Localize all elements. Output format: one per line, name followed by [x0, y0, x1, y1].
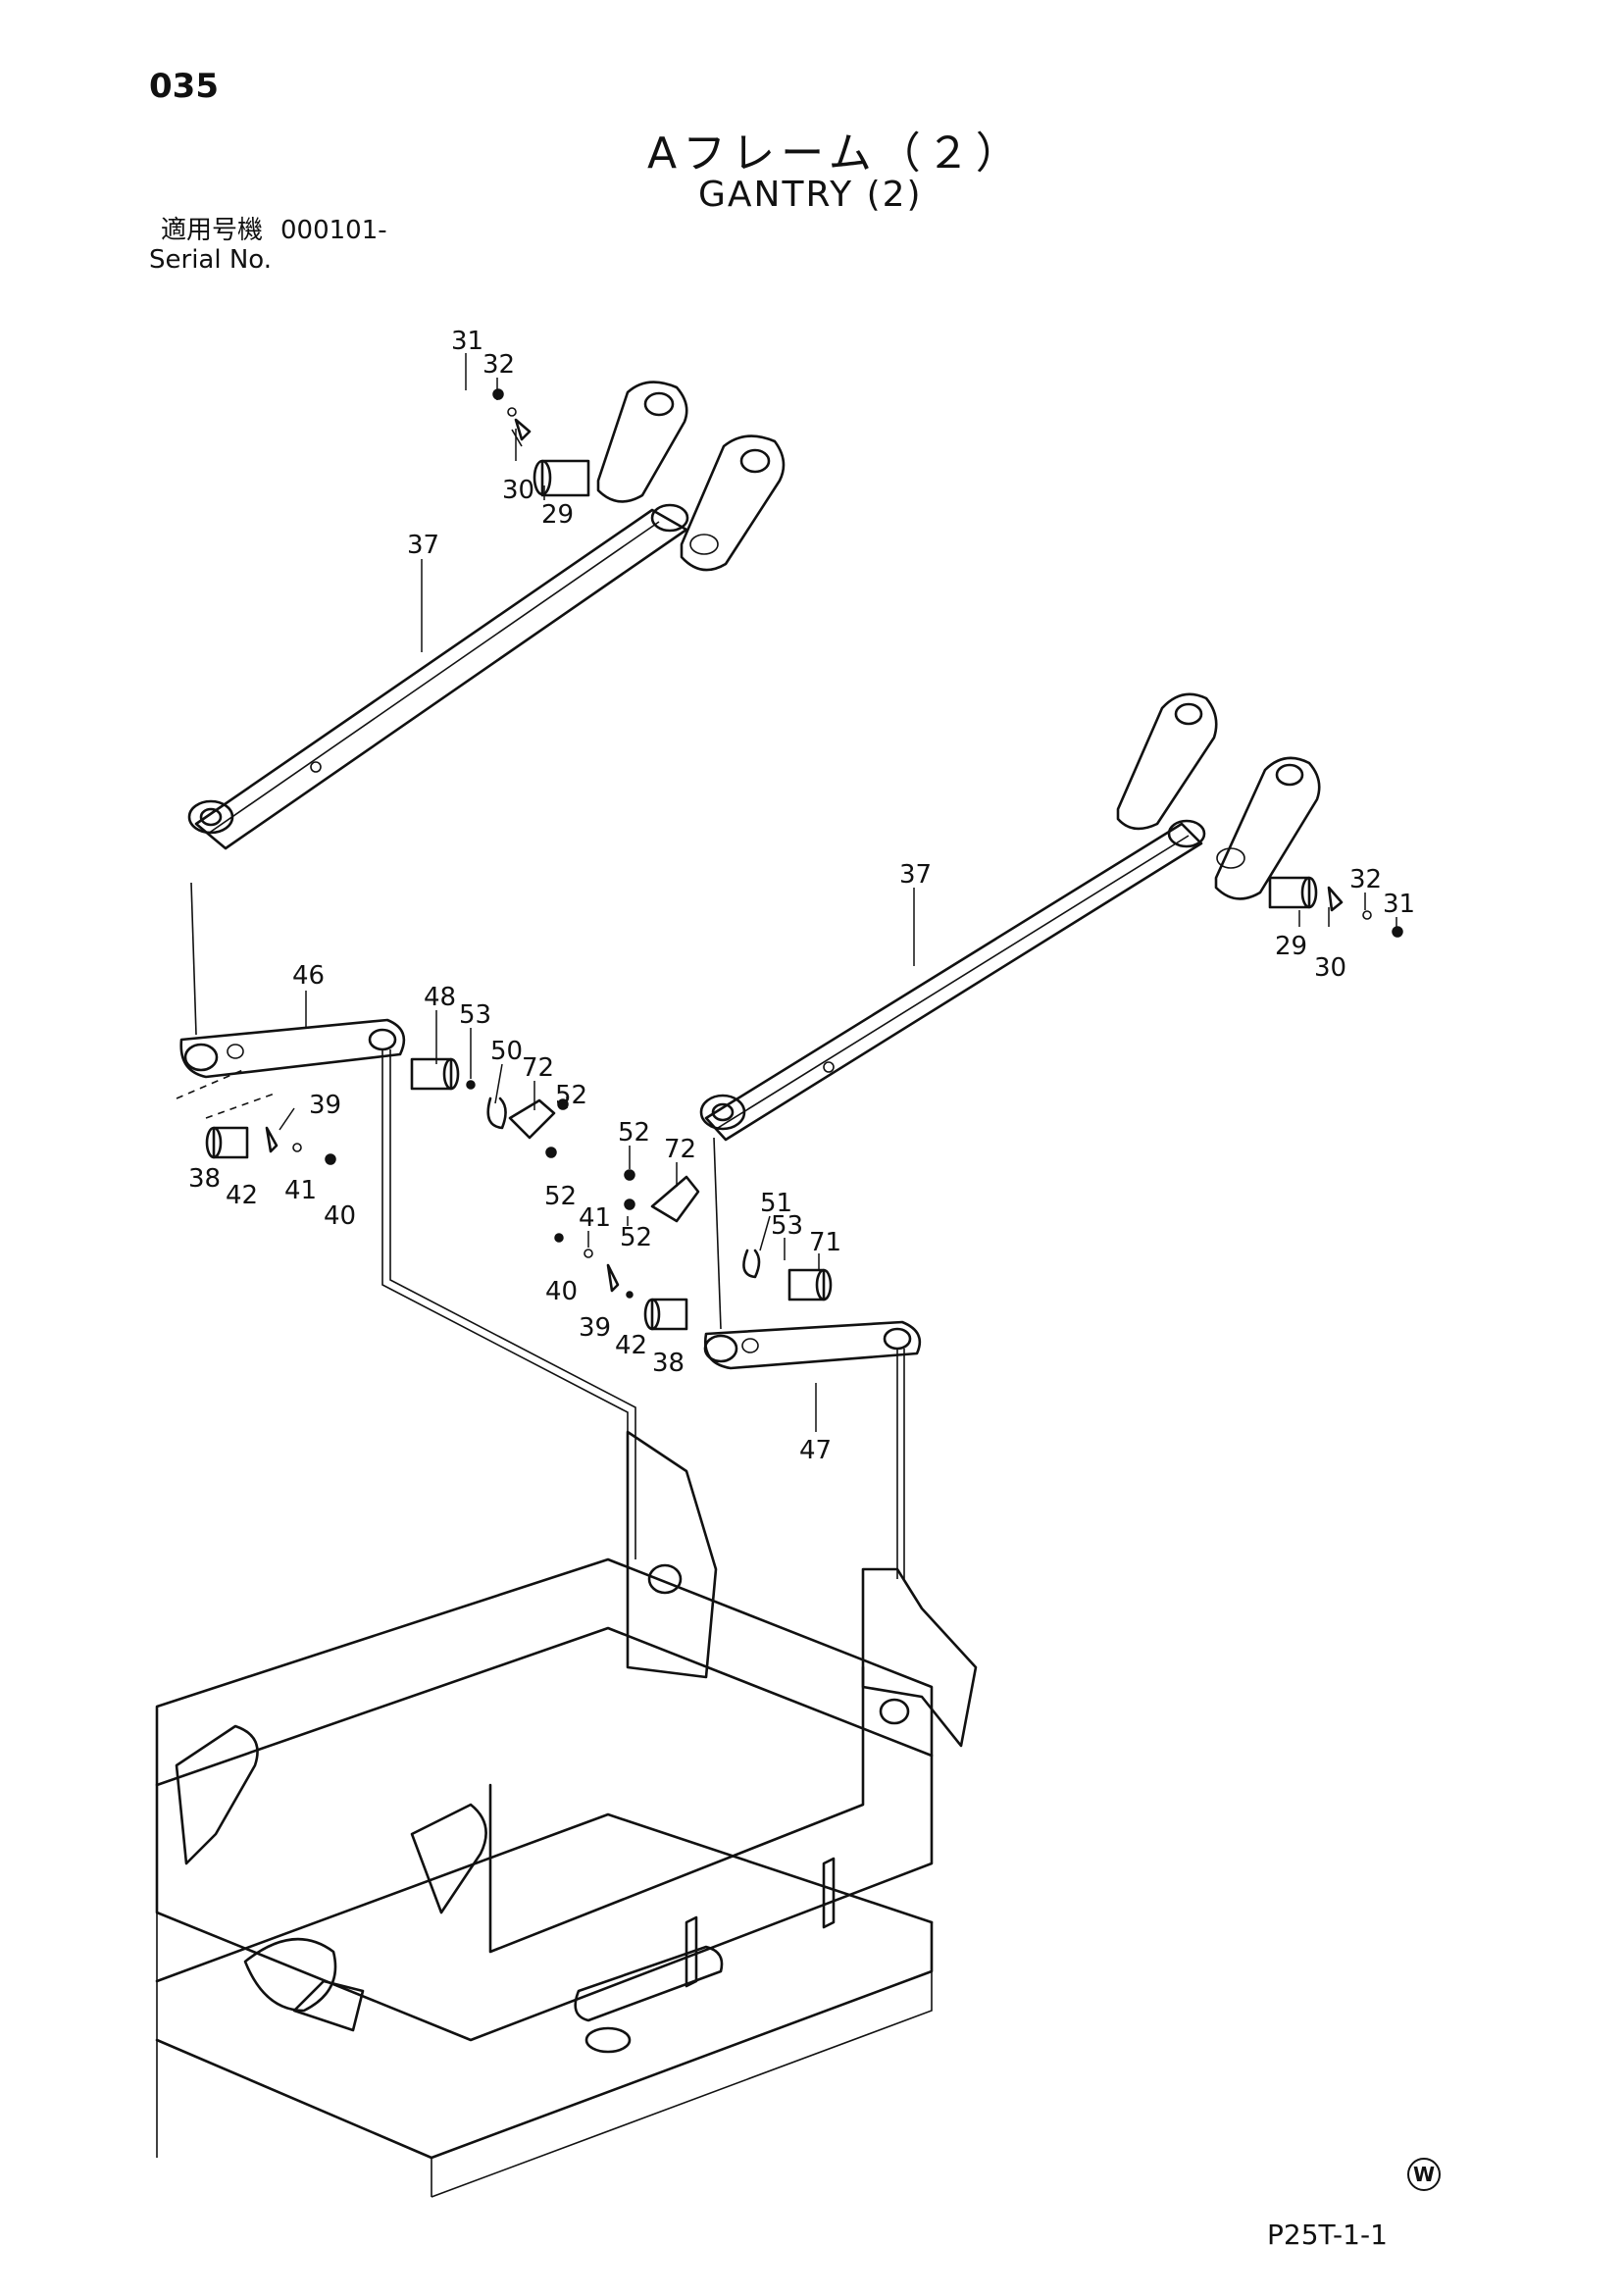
watermark-symbol: W: [1407, 2158, 1441, 2191]
callout-52: 52: [620, 1223, 652, 1252]
callout-52: 52: [544, 1182, 577, 1211]
callouts: 31 32 30 29 37 37 32 31 29 30 46 48 53 5…: [188, 327, 1415, 1465]
bracket-plates-right: [1116, 692, 1321, 900]
callout-29: 29: [1275, 932, 1307, 961]
serial-label: Serial No.: [149, 245, 272, 275]
link-bar-upper-left: [187, 503, 689, 850]
pin-set-upper: [492, 388, 590, 497]
callout-41: 41: [579, 1203, 611, 1233]
connection-lines: [190, 882, 905, 1579]
callout-72: 72: [664, 1135, 696, 1164]
pin-set-center-upper: [410, 1057, 569, 1158]
callout-42: 42: [615, 1331, 647, 1360]
callout-37: 37: [899, 860, 932, 890]
callout-47: 47: [799, 1436, 832, 1465]
pin-set-right: [1268, 876, 1403, 938]
base-frame: [155, 1430, 978, 2198]
serial-label-japanese: 適用号機: [161, 216, 264, 245]
diagram-title-japanese: Aフレーム（２）: [647, 128, 1025, 179]
serial-info: 適用号機 000101- Serial No.: [149, 216, 387, 275]
pin-set-center-lower: [554, 1169, 833, 1331]
callout-32: 32: [482, 350, 515, 380]
callout-37: 37: [407, 531, 439, 560]
bracket-plates-upper: [596, 381, 786, 572]
callout-29: 29: [541, 500, 574, 530]
serial-value: 000101-: [280, 216, 387, 245]
callout-39: 39: [309, 1091, 341, 1120]
callout-52: 52: [555, 1081, 587, 1110]
pin-set-left: [205, 1126, 336, 1165]
callout-40: 40: [324, 1201, 356, 1231]
callout-31: 31: [451, 327, 483, 356]
page-number: 035: [149, 67, 219, 106]
callout-30: 30: [1314, 953, 1346, 983]
callout-31: 31: [1383, 890, 1415, 919]
link-46: [176, 1018, 406, 1119]
drawing-code: P25T-1-1: [1267, 2219, 1388, 2251]
callout-51: 51: [760, 1189, 792, 1218]
callout-53: 53: [771, 1211, 803, 1241]
callout-40: 40: [545, 1277, 578, 1306]
callout-46: 46: [292, 961, 325, 991]
callout-38: 38: [188, 1164, 221, 1194]
link-47: [703, 1320, 922, 1370]
callout-39: 39: [579, 1313, 611, 1343]
callout-53: 53: [459, 1000, 491, 1030]
callout-41: 41: [284, 1176, 317, 1205]
callout-52: 52: [618, 1118, 650, 1148]
callout-50: 50: [490, 1037, 523, 1066]
callout-32: 32: [1349, 865, 1382, 894]
callout-48: 48: [424, 983, 456, 1012]
callout-71: 71: [809, 1228, 841, 1257]
callout-38: 38: [652, 1349, 685, 1378]
callout-42: 42: [226, 1181, 258, 1210]
link-bar-right: [699, 819, 1206, 1142]
callout-72: 72: [522, 1053, 554, 1083]
diagram-title: GANTRY (2): [698, 175, 923, 215]
leader-lines: [279, 353, 1397, 1432]
callout-30: 30: [502, 476, 534, 505]
